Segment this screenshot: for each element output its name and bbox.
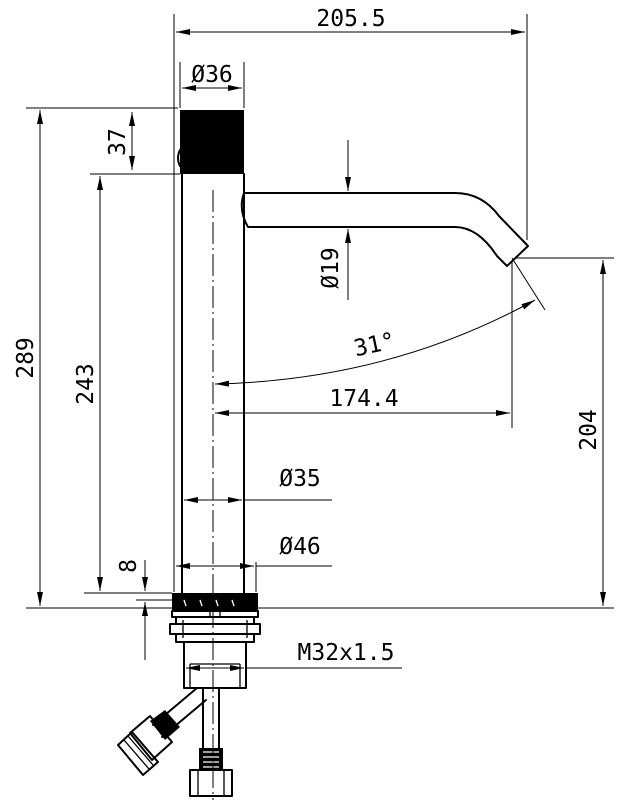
mount-washer-stack xyxy=(169,610,261,643)
cap-side-nub xyxy=(177,149,181,167)
dim-total-height: 289 xyxy=(13,110,172,609)
label-outlet-height: 204 xyxy=(576,409,602,451)
dim-spout-angle: 31° xyxy=(214,257,546,387)
dim-spout-reach: 174.4 xyxy=(215,262,513,428)
label-top-cap-diameter: Ø36 xyxy=(191,62,233,88)
label-total-reach: 205.5 xyxy=(316,6,385,32)
label-total-height: 289 xyxy=(13,337,39,379)
label-thread: M32x1.5 xyxy=(298,640,395,666)
hose-straight xyxy=(202,687,220,749)
label-spout-angle: 31° xyxy=(352,328,398,362)
base-ring-details xyxy=(183,599,235,607)
dim-body-diameter: Ø35 xyxy=(184,466,332,503)
dim-top-cap-height: 37 xyxy=(26,107,180,175)
dim-thread: M32x1.5 xyxy=(186,640,402,671)
top-cap xyxy=(180,110,244,174)
label-base-ring-height: 8 xyxy=(116,559,142,573)
dim-outlet-height: 204 xyxy=(258,257,614,609)
spout xyxy=(240,192,529,267)
hose-nut-straight xyxy=(189,748,233,797)
washer-holes xyxy=(182,612,248,638)
dim-spout-diameter: Ø19 xyxy=(318,140,351,300)
hose-nut-angled xyxy=(117,710,180,776)
dim-top-cap-diameter: Ø36 xyxy=(179,62,245,108)
faucet-outline xyxy=(117,110,529,797)
dim-base-ring-height: 8 xyxy=(84,559,172,660)
label-body-height: 243 xyxy=(73,363,99,405)
label-spout-diameter: Ø19 xyxy=(318,247,344,289)
label-top-cap-height: 37 xyxy=(105,128,131,156)
label-spout-reach: 174.4 xyxy=(329,386,398,412)
label-body-diameter: Ø35 xyxy=(279,466,321,492)
threaded-shank xyxy=(183,641,247,689)
dim-base-diameter: Ø46 xyxy=(173,534,332,592)
dim-body-height: 243 xyxy=(73,173,172,594)
dim-total-reach: 205.5 xyxy=(173,6,528,590)
base-ring xyxy=(172,593,258,610)
label-base-diameter: Ø46 xyxy=(279,534,321,560)
